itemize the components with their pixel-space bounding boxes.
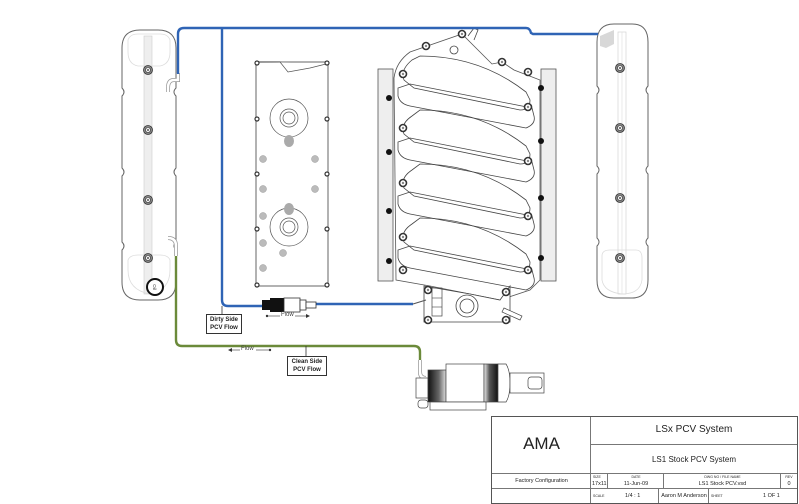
author: Aaron M Anderson	[661, 493, 707, 499]
flow-arrow-right-icon	[265, 314, 310, 318]
clean-side-label-line1: Clean Side	[291, 359, 323, 365]
rev-label: REV	[785, 475, 793, 479]
bolt-icon	[143, 125, 153, 135]
size-cell: SIZE 17x11	[591, 474, 608, 489]
drawing-title: LSx PCV System	[655, 424, 733, 435]
scale-cell: SCALE 1/4 : 1	[591, 489, 659, 503]
size-value: 17x11	[592, 481, 607, 487]
dwg-label: DWG NO / FILE NAME	[704, 475, 741, 479]
bolt-icon	[143, 195, 153, 205]
date-label: DATE	[631, 475, 641, 479]
dirty-side-label: Dirty Side PCV Flow	[206, 314, 242, 334]
title-cell: LSx PCV System	[591, 417, 797, 445]
dirty-side-hose	[176, 26, 598, 318]
size-label: SIZE	[593, 475, 601, 479]
pcv-valve-icon	[262, 297, 317, 313]
author-cell: Aaron M Anderson	[659, 489, 709, 503]
bolt-icon	[143, 253, 153, 263]
left-valve-cover: Oil	[121, 29, 180, 301]
right-valve-cover	[596, 23, 649, 299]
sheet-cell: SHEET 1 OF 1	[709, 489, 797, 503]
bolt-icon	[615, 253, 625, 263]
sheet-value: 1 OF 1	[763, 493, 780, 499]
scale-value: 1/4 : 1	[625, 493, 641, 499]
date-cell: DATE 11-Jun-09	[608, 474, 664, 489]
dirty-side-label-line2: PCV Flow	[210, 325, 238, 331]
drawing-subtitle: LS1 Stock PCV System	[651, 455, 737, 464]
scale-label: SCALE	[593, 494, 605, 498]
sheet-label: SHEET	[711, 494, 723, 498]
svg-text:Oil: Oil	[152, 284, 157, 290]
flow-label-clean: Flow	[241, 346, 254, 352]
flow-arrow-left-icon	[228, 348, 272, 352]
bolt-icon	[615, 193, 625, 203]
empty-cell	[492, 489, 591, 503]
dwg-cell: DWG NO / FILE NAME LS1 Stock PCV.vsd	[664, 474, 781, 489]
rev-cell: REV 0	[781, 474, 797, 489]
rev-value: 0	[787, 481, 791, 487]
title-block: AMA LSx PCV System LS1 Stock PCV System …	[491, 416, 798, 504]
dirty-side-label-line1: Dirty Side	[209, 317, 238, 323]
bolt-icon	[615, 63, 625, 73]
bolt-icon	[615, 123, 625, 133]
front-cover	[254, 60, 330, 288]
description: Factory Configuration	[515, 478, 568, 484]
intake-manifold	[377, 27, 557, 325]
company-name: AMA	[523, 434, 560, 453]
description-cell: Factory Configuration	[492, 474, 591, 489]
oil-cap-icon: Oil	[146, 278, 164, 296]
subtitle-cell: LS1 Stock PCV System	[591, 445, 797, 474]
clean-side-hose	[174, 256, 422, 362]
air-inlet-assembly	[415, 360, 545, 411]
clean-side-label-line2: PCV Flow	[293, 367, 321, 373]
company-cell: AMA	[492, 417, 591, 474]
clean-side-label: Clean Side PCV Flow	[287, 356, 327, 376]
dwg-value: LS1 Stock PCV.vsd	[698, 481, 747, 487]
date-value: 11-Jun-09	[623, 481, 649, 487]
bolt-icon	[143, 65, 153, 75]
flow-label-dirty: Flow	[281, 312, 294, 318]
